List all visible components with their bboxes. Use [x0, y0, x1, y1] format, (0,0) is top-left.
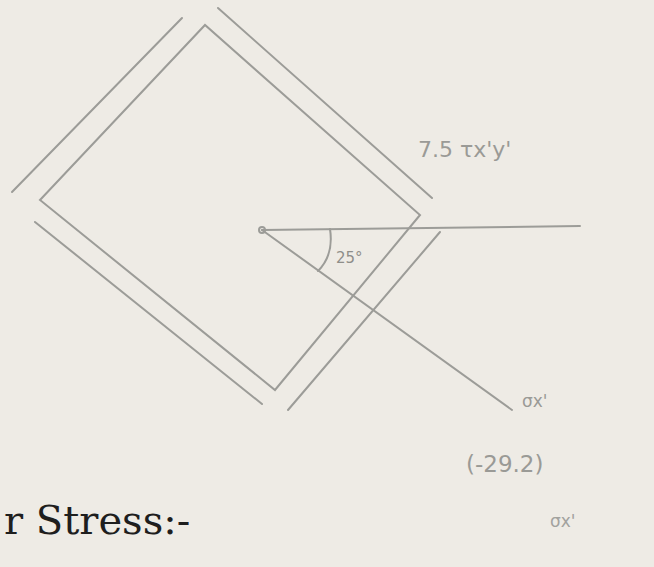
heading-fragment: r Stress:- [4, 498, 190, 542]
edge-line [218, 8, 432, 198]
edge-line [35, 222, 262, 404]
angle-arc [318, 229, 331, 271]
angle-label: 25° [336, 250, 363, 267]
stress-value: (-29.2) [466, 452, 543, 477]
normal-line [262, 230, 512, 410]
stress-symbol: σx' [522, 392, 548, 411]
element-outline [40, 25, 420, 390]
shear-stress-label: 7.5 τx'y' [418, 138, 511, 162]
stress-symbol: σx' [550, 512, 576, 531]
edge-line [288, 232, 440, 410]
origin-dot [259, 227, 265, 233]
axis-line [262, 226, 580, 230]
edge-line [12, 18, 182, 192]
